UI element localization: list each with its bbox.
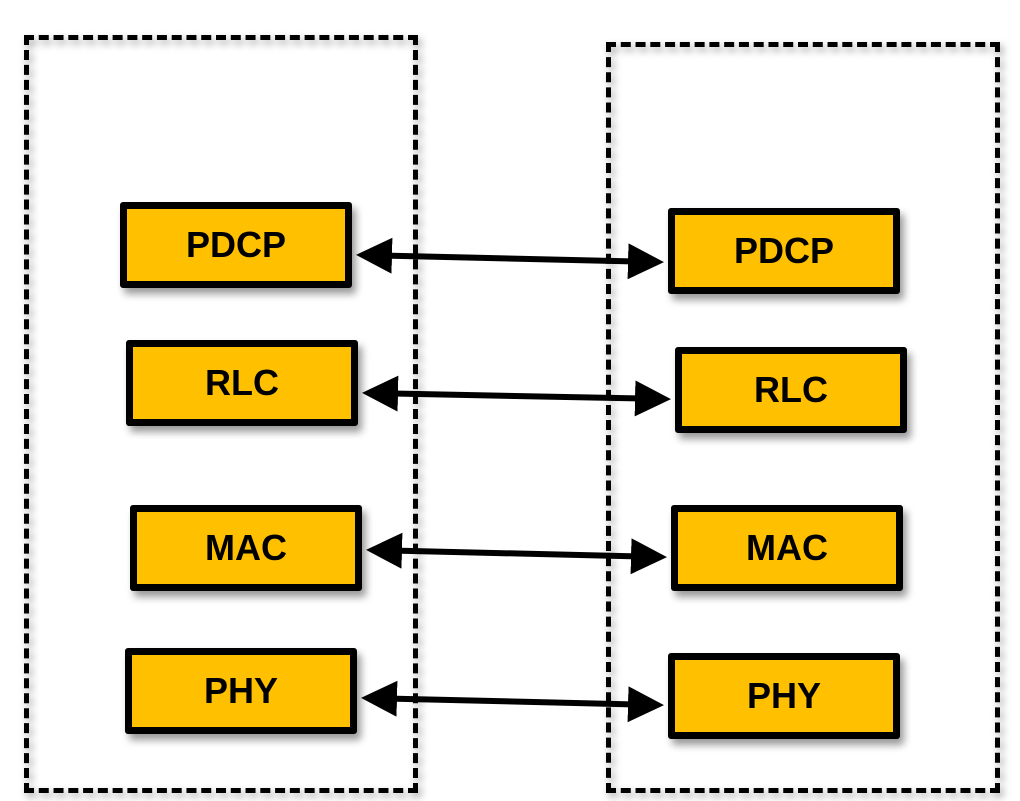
right-mac-layer: MAC (671, 505, 903, 591)
right-entity-boundary (606, 42, 1000, 793)
right-phy-layer: PHY (668, 653, 900, 739)
arrow-rlc (362, 375, 671, 417)
left-phy-layer: PHY (125, 648, 357, 734)
arrow-mac (366, 532, 667, 575)
right-rlc-layer: RLC (675, 347, 907, 433)
arrow-phy (361, 680, 664, 723)
left-mac-layer: MAC (130, 505, 362, 591)
left-pdcp-layer: PDCP (120, 202, 352, 288)
right-pdcp-layer: PDCP (668, 208, 900, 294)
arrow-pdcp (356, 237, 664, 280)
left-rlc-layer: RLC (126, 340, 358, 426)
